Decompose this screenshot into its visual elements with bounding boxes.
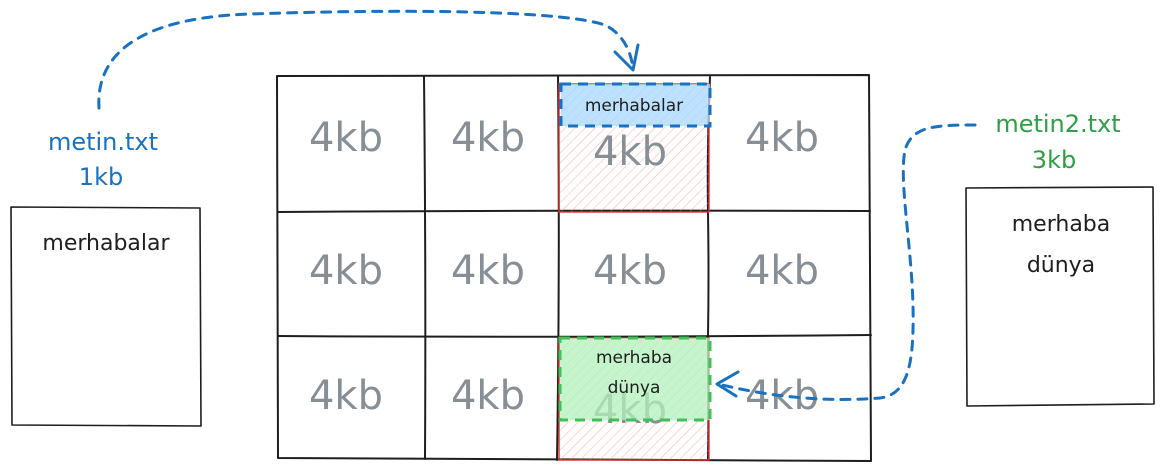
file2-document-content-line2: dünya xyxy=(1027,253,1095,278)
file1-arrow-head xyxy=(613,43,640,72)
file2-block-data-text-line1: merhaba xyxy=(596,348,672,368)
file2-block-data-text-line2: dünya xyxy=(608,378,661,398)
grid-column-divider-3b xyxy=(707,212,710,337)
file1-name-label: metin.txt xyxy=(48,128,158,156)
block-size-label-r3-c1: 4kb xyxy=(309,373,383,419)
grid-column-divider-1 xyxy=(423,76,427,460)
file1-size-label: 1kb xyxy=(79,163,123,191)
block-size-label-r2-c1: 4kb xyxy=(309,248,383,294)
file1-block-data: merhabalar xyxy=(559,82,712,128)
block-size-labels: 4kb4kb4kb4kb4kb4kb4kb4kb4kb4kb4kb4kb xyxy=(309,115,819,433)
block-size-label-r3-c2: 4kb xyxy=(451,373,525,419)
block-size-label-r2-c4: 4kb xyxy=(745,248,819,294)
file1-document-outline xyxy=(10,206,202,427)
grid-outer-border xyxy=(276,74,872,462)
file1-block-data-region xyxy=(559,82,712,128)
file2-arrow-line xyxy=(716,123,977,401)
file1-block-data-text: merhabalar xyxy=(585,96,683,116)
block-size-label-r1-c3: 4kb xyxy=(593,129,667,175)
file2-document: merhaba dünya xyxy=(965,186,1155,407)
file2-arrow xyxy=(715,123,977,401)
file2-name-label: metin2.txt xyxy=(995,110,1120,138)
file1-document: merhabalar xyxy=(10,206,202,427)
file2-size-label: 3kb xyxy=(1032,146,1076,174)
file2-block-data-region xyxy=(558,336,712,422)
file2-arrow-head xyxy=(715,370,740,398)
file2-document-outline xyxy=(965,186,1155,407)
block-size-label-r2-c2: 4kb xyxy=(451,248,525,294)
file1-arrow-line xyxy=(97,9,635,110)
file1-document-content: merhabalar xyxy=(42,231,170,256)
block-size-label-r1-c4: 4kb xyxy=(745,115,819,161)
block-size-label-r2-c3: 4kb xyxy=(593,248,667,294)
block-size-label-r1-c1: 4kb xyxy=(309,115,383,161)
grid-row-divider-2 xyxy=(277,334,872,338)
file2-block-data: merhaba dünya xyxy=(558,336,712,422)
file2-document-content-line1: merhaba xyxy=(1012,212,1111,237)
block-size-label-r1-c2: 4kb xyxy=(451,115,525,161)
file1-arrow xyxy=(97,9,640,110)
